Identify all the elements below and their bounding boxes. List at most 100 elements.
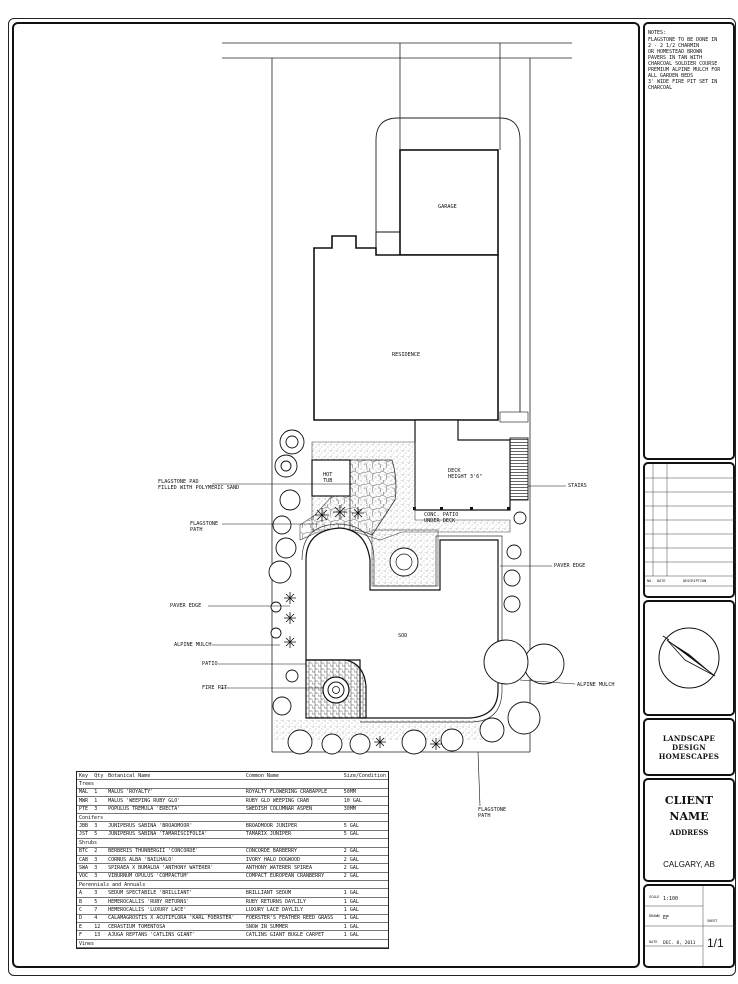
table-cell: 5 GAL	[341, 830, 388, 840]
table-cell: RUBY RETURNS DAYLILY	[243, 897, 342, 907]
table-cell: JBB	[77, 821, 93, 831]
hot-tub	[311, 459, 351, 497]
table-cell: 2	[92, 947, 107, 948]
label-paver-edge-right: PAVER EDGE	[554, 563, 586, 569]
table-cell: FOERSTER'S FEATHER REED GRASS	[243, 914, 342, 924]
table-cell: JUNIPERUS SABINA 'TAMARISCIFOLIA'	[106, 830, 244, 840]
stairs	[509, 437, 529, 501]
notes-line: CHARCOAL	[648, 85, 673, 91]
table-cell: MALUS 'ROYALTY'	[106, 788, 244, 798]
table-cell: 5	[92, 830, 107, 840]
table-cell: D	[77, 914, 93, 924]
table-cell: 2 GAL	[341, 855, 388, 865]
plant-schedule-table: Key Qty Botanical Name Common Name Size/…	[77, 772, 388, 948]
table-cell: 10 GAL	[341, 796, 388, 806]
table-cell: G	[77, 947, 93, 948]
notes-line: PAVERS IN TAN WITH	[648, 55, 703, 61]
revision-block: No. Date Description	[643, 462, 735, 598]
label-deck: DECK HEIGHT 3'6"	[448, 468, 483, 480]
table-cell: VOC	[77, 872, 93, 882]
table-cell: E	[77, 922, 93, 932]
sheet-value: 1/1	[707, 936, 724, 950]
table-cell: 30MM	[341, 805, 388, 814]
table-cell: 1	[92, 796, 107, 806]
client-line1: CLIENT	[664, 794, 714, 807]
notes-line: ALL GARDEN BEDS	[648, 73, 694, 79]
table-cell: 1 GAL	[341, 888, 388, 898]
client-panel: CLIENT NAME ADDRESS CALGARY, AB	[643, 778, 735, 882]
table-cell: CATLINS GIANT BUGLE CARPET	[243, 930, 342, 940]
schedule-group-row: Trees	[77, 779, 388, 789]
schedule-group-row: Perennials and Annuals	[77, 880, 388, 890]
label-flagstone-path-left: FLAGSTONE PATH	[190, 521, 219, 533]
table-cell: HEMEROCALLIS 'RUBY RETURNS'	[106, 897, 244, 907]
client-city: CALGARY, AB	[663, 860, 715, 869]
label-alpine-mulch-left: ALPINE MULCH	[174, 642, 212, 648]
table-cell: F	[77, 930, 93, 940]
label-fire-pit: FIRE PIT	[202, 685, 227, 691]
table-cell: 3	[92, 855, 107, 865]
residence	[313, 235, 499, 421]
table-cell: MALUS 'WEEPING RUBY GLO'	[106, 796, 244, 806]
table-cell: 1 GAL	[341, 905, 388, 915]
table-cell: 2 GAL	[341, 872, 388, 882]
schedule-group-row: Conifers	[77, 813, 388, 823]
table-cell: CALAMAGROSTIS X ACUTIFLORA 'KARL FOERSTE…	[106, 914, 244, 924]
col-header-botanical: Botanical Name	[106, 772, 244, 781]
notes-line: PREMIUM ALPINE MULCH FOR	[648, 67, 721, 73]
table-cell: AJUGA REPTANS 'CATLINS GIANT'	[106, 930, 244, 940]
schedule-group-row: Shrubs	[77, 838, 388, 848]
table-cell: BROADMOOR JUNIPER	[243, 821, 342, 831]
table-cell: POPULUS TREMULA 'ERECTA'	[106, 805, 244, 814]
firm-name-line2: HOMESCAPES	[658, 752, 720, 761]
lawn	[305, 527, 499, 719]
schedule-group-row: Vines	[77, 939, 388, 948]
rev-col-description: Description	[683, 579, 707, 583]
revision-grid	[645, 464, 735, 587]
table-cell: CORNUS ALBA 'BAILHALO'	[106, 855, 244, 865]
table-cell: CONCORDE BARBERRY	[243, 847, 342, 856]
table-cell: 3	[92, 805, 107, 814]
table-cell: 1 GAL	[341, 897, 388, 907]
date-label: DATE	[649, 940, 658, 944]
schedule-group-title: Conifers	[77, 813, 388, 823]
col-header-key: Key	[77, 772, 93, 781]
table-cell: 1 GAL	[341, 947, 388, 948]
table-cell: 3	[92, 821, 107, 831]
notes-heading: NOTES:	[648, 30, 667, 36]
label-sod: SOD	[398, 633, 408, 639]
deck	[414, 419, 511, 511]
table-cell: RUBY GLO WEEPING CRAB	[243, 796, 342, 806]
table-cell: MAL	[77, 788, 93, 798]
client-line2: NAME	[669, 810, 709, 823]
table-cell: CAB	[77, 855, 93, 865]
table-cell: ROYALTY FLOWERING CRABAPPLE	[243, 788, 342, 798]
table-cell: PTE	[77, 805, 93, 814]
table-cell: BTC	[77, 847, 93, 856]
table-cell: 50MM	[341, 788, 388, 798]
col-header-common: Common Name	[243, 772, 342, 781]
table-cell: SWA	[77, 863, 93, 873]
schedule-group-title: Shrubs	[77, 838, 388, 848]
table-cell: ANTHONY WATERER SPIREA	[243, 863, 342, 873]
client-address: ADDRESS	[669, 828, 709, 837]
driveway	[375, 117, 521, 412]
table-cell: 4	[92, 914, 107, 924]
col-header-size: Size/Condition	[341, 772, 388, 781]
plant-symbols	[268, 429, 565, 755]
notes-line: 3' WIDE FIRE PIT SET IN	[648, 79, 718, 85]
table-cell: HEMEROCALLIS 'LUXURY LACE'	[106, 905, 244, 915]
table-cell: 1 GAL	[341, 914, 388, 924]
plant-schedule: Key Qty Botanical Name Common Name Size/…	[76, 771, 389, 949]
table-cell: TAMARIX JUNIPER	[243, 830, 342, 840]
